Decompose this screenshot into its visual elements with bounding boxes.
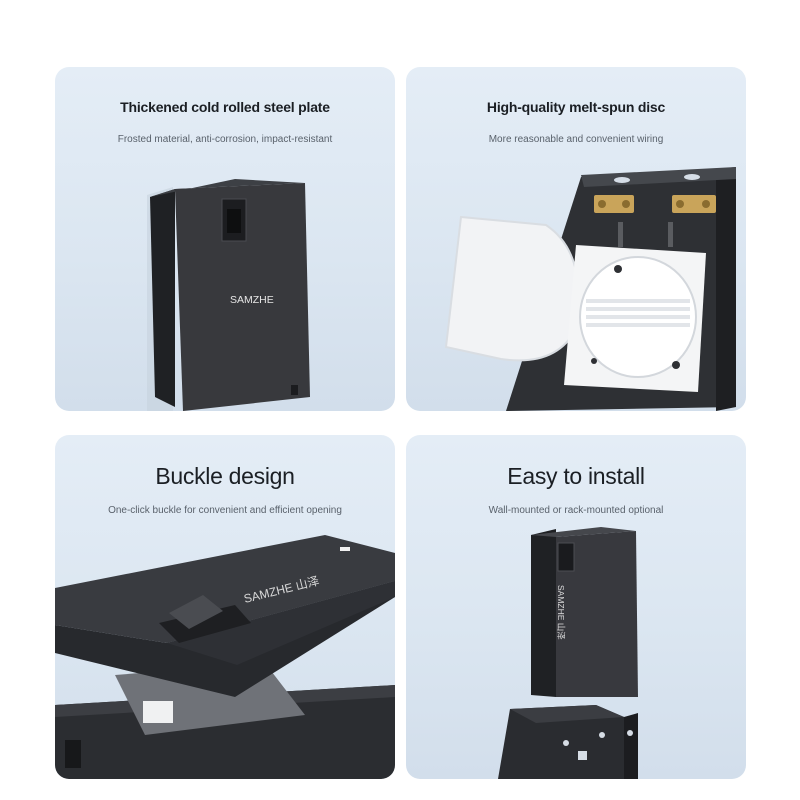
buckle-closeup-image: SAMZHE 山泽 [55,535,395,779]
brand-logo: SAMZHE 山泽 [556,585,566,640]
card-subtitle: More reasonable and convenient wiring [488,134,664,145]
feature-card-buckle: SAMZHE 山泽 Buckle design One-click buckle… [55,435,395,779]
feature-card-steel-plate: SAMZHE Thickened cold rolled steel plate… [55,67,395,411]
splice-tray-image [444,167,736,411]
feature-card-splice-disc: High-quality melt-spun disc More reasona… [406,67,746,411]
card-title: Thickened cold rolled steel plate [120,99,330,115]
card-subtitle: One-click buckle for convenient and effi… [108,505,342,516]
card-subtitle: Wall-mounted or rack-mounted optional [488,505,664,516]
card-title: High-quality melt-spun disc [486,99,666,115]
card-title: Buckle design [155,463,295,489]
card-subtitle: Frosted material, anti-corrosion, impact… [117,134,333,145]
steel-box-image: SAMZHE [147,179,310,411]
brand-logo: SAMZHE [230,294,274,306]
card-title: Easy to install [507,463,645,489]
feature-card-install: SAMZHE 山泽 Easy to install Wall-mounted o… [406,435,746,779]
install-options-image: SAMZHE 山泽 [498,527,638,779]
